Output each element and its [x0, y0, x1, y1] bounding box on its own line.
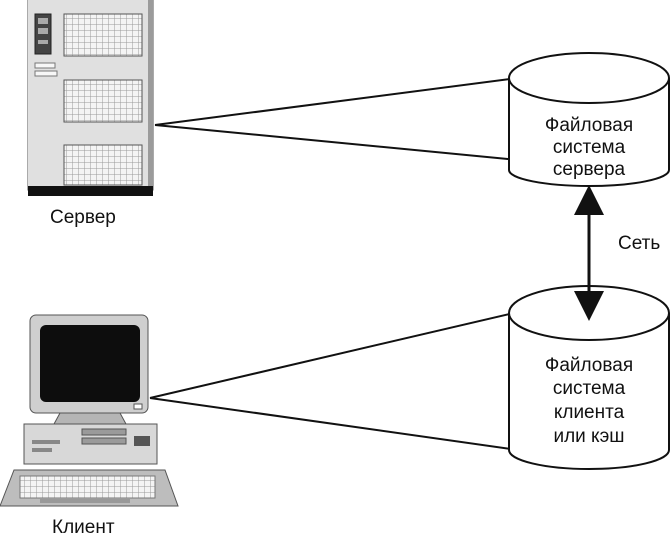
client-fs-line-4: или кэш [553, 426, 624, 447]
client-fs-line-3: клиента [554, 402, 625, 423]
client-label: Клиент [52, 517, 115, 537]
server-link-line-top [154, 77, 519, 126]
network-label: Сеть [618, 233, 660, 254]
server-link-line-bottom [154, 124, 519, 161]
client-link-line-top [149, 311, 519, 399]
server-label: Сервер [50, 207, 116, 228]
server-filesystem-cylinder: Файловая система сервера [508, 52, 670, 187]
server-fs-line-2: система [553, 137, 626, 158]
client-computer-icon [0, 314, 179, 507]
server-fs-line-1: Файловая [545, 115, 633, 136]
client-link-line-bottom [149, 397, 519, 451]
server-fs-line-3: сервера [553, 159, 626, 180]
server-tower-icon [27, 0, 154, 196]
client-fs-line-2: система [553, 378, 626, 399]
client-filesystem-cylinder: Файловая система клиента или кэш [508, 285, 670, 470]
client-fs-line-1: Файловая [545, 355, 633, 376]
